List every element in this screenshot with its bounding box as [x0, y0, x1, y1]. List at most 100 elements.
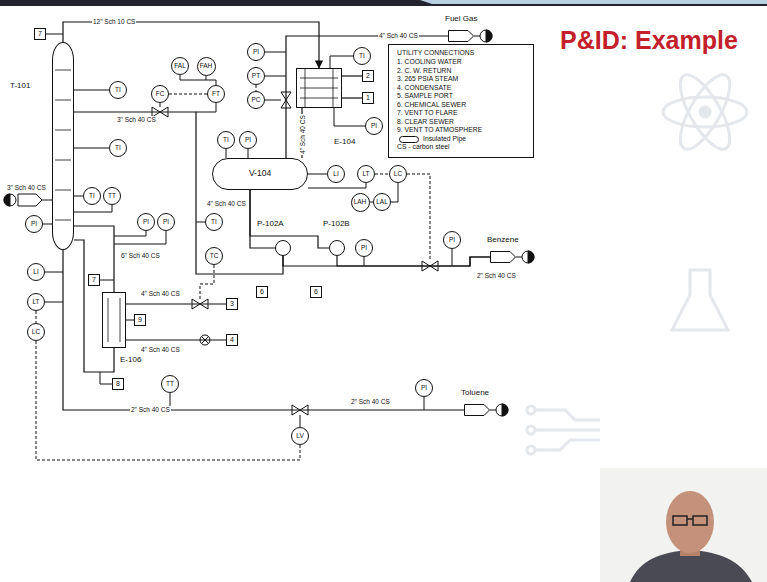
atom-nucleus — [700, 107, 710, 117]
callout-number: 7 — [38, 30, 42, 38]
leader-line — [265, 100, 281, 101]
process-pipe — [74, 226, 114, 292]
instrument-bubble: LI — [27, 263, 45, 281]
instrument-bubble: PI — [239, 131, 257, 149]
instrument-tag: TC — [210, 252, 219, 259]
pipe-spec: 2" Sch 40 CS — [130, 406, 171, 413]
instrument-bubble: FAL — [171, 57, 189, 75]
instrument-tag: TI — [89, 192, 95, 199]
equipment-label: T-101 — [9, 81, 31, 90]
leader-line — [265, 52, 286, 53]
pump-symbol: P-102A — [275, 240, 291, 256]
leader-line — [196, 103, 216, 112]
top-bar-accent — [420, 0, 767, 4]
utility-number-box: 7 — [34, 28, 46, 40]
instrument-bubble: PI — [137, 213, 155, 231]
process-pipe — [283, 256, 490, 266]
callout-number: 6 — [260, 288, 264, 296]
utility-number-box: 9 — [134, 314, 146, 326]
leader-line — [248, 149, 249, 158]
equipment-label: Benzene — [486, 235, 520, 244]
terminal-circle — [522, 251, 534, 263]
utility-number-box: 4 — [226, 334, 238, 346]
instrument-bubble: PI — [25, 215, 43, 233]
exchanger-tube — [108, 298, 109, 342]
legend-item: 6. CHEMICAL SEWER — [397, 101, 525, 109]
utility-number-box: 8 — [112, 378, 124, 390]
instrument-tag: PI — [31, 220, 37, 227]
process-pipe — [74, 240, 114, 372]
instrument-bubble: TI — [109, 139, 127, 157]
utility-number-box: 3 — [226, 298, 238, 310]
process-pipe — [63, 250, 464, 410]
instrument-bubble: TT — [161, 375, 179, 393]
pipe-stub — [474, 36, 480, 37]
leader-line — [100, 372, 112, 384]
pipe-spec: 12" Sch 10 CS — [92, 18, 136, 25]
equipment-label: P-102B — [322, 219, 351, 228]
process-pipe — [250, 190, 329, 248]
signal-line — [36, 311, 37, 323]
signal-line — [375, 174, 389, 175]
exchanger-tube — [300, 88, 338, 89]
legend-item: 4. CONDENSATE — [397, 84, 525, 92]
column-tray — [55, 190, 71, 191]
callout-number: 6 — [314, 288, 318, 296]
leader-line — [226, 149, 227, 158]
leader-line — [74, 196, 83, 197]
instrument-bubble: LAL — [373, 193, 391, 211]
process-pipe — [63, 22, 319, 68]
instrument-bubble: PI — [443, 231, 461, 249]
atom-orbit — [671, 68, 739, 156]
column-tray — [55, 70, 71, 71]
instrument-tag: PI — [361, 244, 367, 251]
legend-item: CS - carbon steel — [397, 143, 525, 151]
equipment-label: E-106 — [119, 355, 142, 364]
tube-sheet — [333, 69, 334, 107]
signal-line — [169, 94, 207, 95]
pipe-spec: 4" Sch 40 CS — [140, 290, 181, 297]
process-pipe — [337, 256, 490, 266]
tag-outline — [491, 252, 516, 263]
utility-number-box: 6 — [256, 286, 268, 298]
pipe-spec: 4" Sch 40 CS — [140, 346, 181, 353]
process-pipe — [126, 339, 226, 340]
leader-line — [180, 75, 216, 85]
legend-item: 9. VENT TO ATMOSPHERE — [397, 126, 525, 134]
pipe-spec: 2" Sch 40 CS — [350, 398, 391, 405]
tag-outline — [465, 405, 490, 416]
circuit-trace — [535, 410, 600, 420]
instrument-bubble: LC — [27, 323, 45, 341]
pipe-spec: 4" Sch 40 CS — [378, 32, 419, 39]
instrument-tag: PI — [163, 218, 169, 225]
legend-item: 8. CLEAR SEWER — [397, 118, 525, 126]
instrument-tag: TT — [166, 380, 174, 387]
presenter-video — [600, 468, 767, 582]
leader-line — [114, 231, 166, 244]
leader-line — [74, 90, 109, 91]
heat-exchanger: E-106 — [102, 292, 126, 348]
legend-item: 2. C. W. RETURN — [397, 67, 525, 75]
instrument-bubble: PI — [415, 379, 433, 397]
circuit-pad — [527, 446, 535, 454]
feed-pipe — [42, 200, 52, 201]
circuit-pad — [527, 426, 535, 434]
utility-number-box: 7 — [88, 274, 100, 286]
process-pipe — [126, 303, 226, 304]
instrument-bubble: LC — [389, 165, 407, 183]
exchanger-tube — [120, 298, 121, 342]
instrument-bubble: TI — [217, 131, 235, 149]
instrument-tag: FAH — [200, 62, 213, 69]
instrument-tag: PI — [253, 48, 259, 55]
instrument-bubble: TI — [109, 81, 127, 99]
instrument-bubble: LI — [327, 165, 345, 183]
instrument-tag: PI — [245, 136, 251, 143]
instrument-tag: PC — [251, 96, 260, 103]
leader-line — [74, 205, 112, 212]
flask-watermark — [672, 270, 728, 330]
legend-item: Insulated Pipe — [397, 135, 525, 143]
instrument-tag: LAL — [376, 198, 388, 205]
terminal-circle — [480, 30, 492, 42]
equipment-label: Toluene — [460, 388, 490, 397]
callout-number: 2 — [366, 72, 370, 80]
